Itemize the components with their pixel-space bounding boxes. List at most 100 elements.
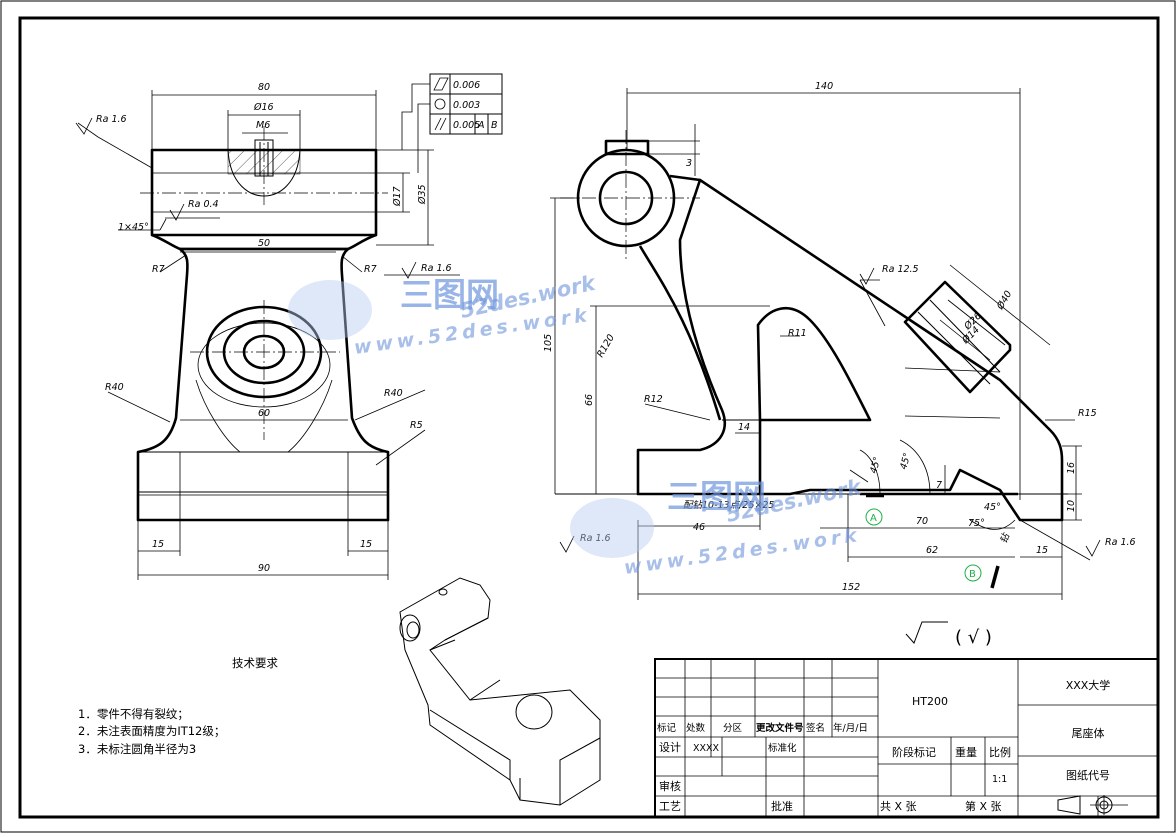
svg-text:审核: 审核 [659,779,681,793]
watermark-lower: 三图网 52des.work www.52des.work [570,474,865,579]
inner-border [18,16,1160,819]
svg-text:三图网: 三图网 [667,477,766,516]
isometric-view [399,577,601,806]
ra-symbol [859,267,875,285]
svg-text:( √ ): ( √ ) [955,627,992,648]
ra-symbol [1085,539,1101,557]
svg-text:R15: R15 [1078,408,1097,419]
svg-text:批准: 批准 [771,799,793,813]
svg-text:年/月/日: 年/月/日 [833,722,868,734]
svg-text:签名: 签名 [806,722,825,734]
svg-text:152: 152 [842,582,860,593]
title-block: HT200 XXX大学 尾座体 图纸代号 标记 处数 分区 更改文件号 签名 年… [654,658,1159,818]
roundness-icon [434,98,446,110]
svg-text:0.003: 0.003 [453,100,480,111]
svg-text:Ø35: Ø35 [417,184,428,205]
cylindricity-icon [433,77,449,91]
svg-text:45°: 45° [984,502,1001,513]
svg-text:共 X 张: 共 X 张 [880,800,917,813]
svg-text:A: A [477,120,485,131]
svg-text:A: A [870,513,877,524]
ra-symbol [401,261,417,279]
svg-text:Ra 1.6: Ra 1.6 [96,114,127,125]
svg-text:15: 15 [152,539,164,550]
svg-text:46: 46 [693,522,705,533]
svg-text:R5: R5 [410,420,423,431]
part-name: 尾座体 [1072,726,1105,740]
inclined-boss [903,280,1012,394]
svg-text:B: B [969,569,976,580]
svg-text:70: 70 [916,516,928,527]
svg-text:三图网: 三图网 [400,275,499,314]
svg-text:标记: 标记 [657,722,677,734]
svg-text:标准化: 标准化 [768,742,797,754]
svg-text:钻: 钻 [998,531,1012,545]
svg-text:Ø17: Ø17 [392,186,403,207]
svg-text:60: 60 [258,408,270,419]
school: XXX大学 [1066,678,1111,692]
svg-text:Ø16: Ø16 [253,102,274,113]
svg-text:Ra 1.6: Ra 1.6 [1105,537,1136,548]
svg-text:Ra 12.5: Ra 12.5 [882,264,919,275]
svg-text:第 X 张: 第 X 张 [965,799,1002,813]
parallelism-icon [434,117,447,131]
svg-text:75°: 75° [968,518,985,529]
svg-text:90: 90 [258,563,270,574]
svg-text:50: 50 [258,238,270,249]
datum-b-marker [964,564,982,582]
svg-text:R40: R40 [105,382,124,393]
svg-text:设计: 设计 [659,741,681,754]
leader [401,83,430,150]
svg-text:0.006: 0.006 [453,80,480,91]
svg-text:66: 66 [584,394,595,406]
svg-text:45°: 45° [898,452,913,471]
svg-text:3．未标注圆角半径为3: 3．未标注圆角半径为3 [78,742,196,756]
svg-text:R7: R7 [364,264,377,275]
svg-text:16: 16 [1066,462,1077,474]
svg-text:Ø40: Ø40 [995,289,1015,312]
technical-requirements: 技术要求 1．零件不得有裂纹； 2．未注表面精度为IT12级； 3．未标注圆角半… [78,656,278,756]
datum-a-marker [865,508,883,526]
svg-text:分区: 分区 [723,723,743,734]
svg-text:www.52des.work: www.52des.work [623,524,862,579]
drawing-no-label: 图纸代号 [1066,769,1110,782]
svg-text:工艺: 工艺 [659,800,681,813]
svg-text:62: 62 [926,545,938,556]
tolerance-frame: 0.006 0.003 0.005 A B [401,73,503,173]
svg-text:Ra 0.4: Ra 0.4 [188,199,219,210]
svg-text:Ø14: Ø14 [960,324,982,346]
svg-text:M6: M6 [256,120,270,131]
svg-text:10: 10 [1066,500,1077,512]
svg-text:1．零件不得有裂纹；: 1．零件不得有裂纹； [78,707,189,721]
svg-text:阶段标记: 阶段标记 [892,745,936,759]
rib-curves [195,379,333,453]
svg-text:7: 7 [936,480,942,491]
svg-text:XXXX: XXXX [693,743,720,754]
neck-fillets [151,233,377,251]
svg-text:B: B [491,120,498,131]
svg-text:重量: 重量 [955,745,977,759]
svg-text:比例: 比例 [989,745,1011,759]
inner-cavity [756,306,872,422]
svg-text:0.005: 0.005 [453,120,480,131]
ra-symbol [559,535,575,553]
projection-cone-icon [1057,795,1081,815]
section-dim-lines [550,88,1091,600]
svg-text:配钻10-13点/25×25: 配钻10-13点/25×25 [683,500,774,511]
datum-b-bar [990,565,1000,589]
svg-text:45°: 45° [868,456,883,475]
svg-text:R12: R12 [644,394,663,405]
svg-text:14: 14 [738,422,750,433]
front-dim-lines [77,90,460,580]
svg-text:2．未注表面精度为IT12级；: 2．未注表面精度为IT12级； [78,724,225,738]
svg-text:Ra 1.6: Ra 1.6 [421,263,452,274]
svg-text:1×45°: 1×45° [118,222,149,233]
surface-roughness-summary: ( √ ) [905,621,992,648]
svg-text:15: 15 [1036,545,1048,556]
svg-text:15: 15 [360,539,372,550]
svg-text:Ra 1.6: Ra 1.6 [580,533,611,544]
ra-symbol [169,203,185,221]
